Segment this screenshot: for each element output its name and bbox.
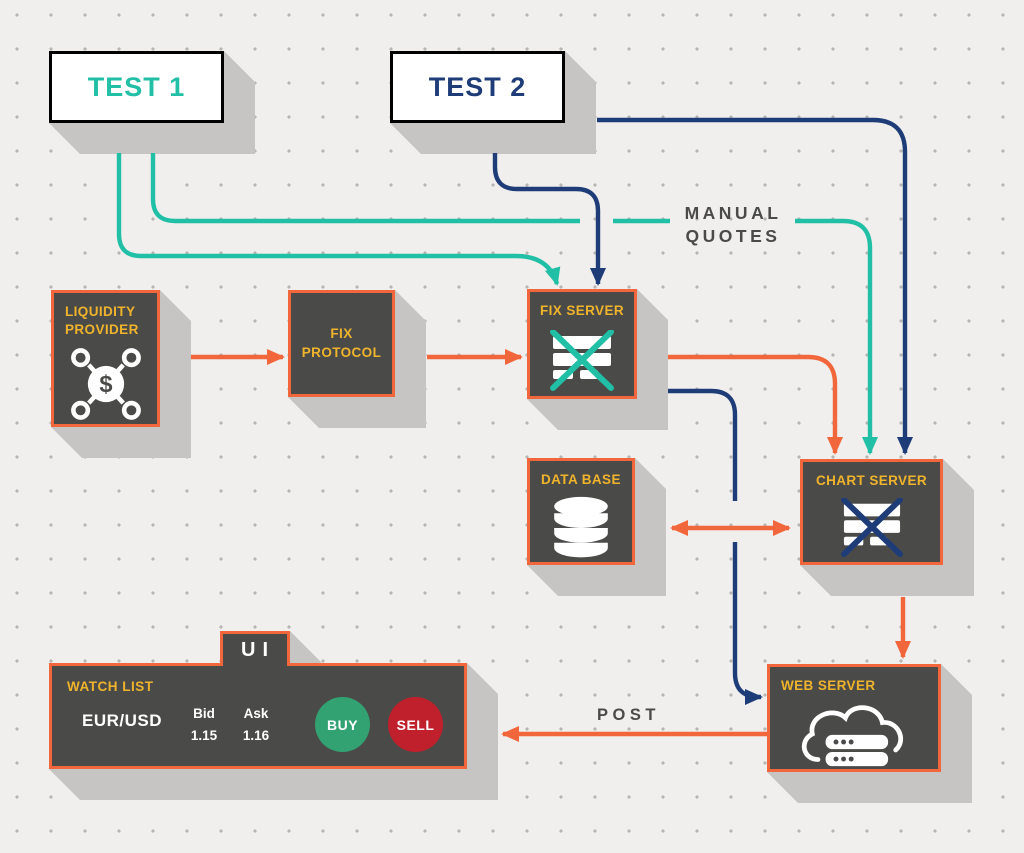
symbol-eurusd: EUR/USD [82,711,163,730]
edge-fix-server-to-web-server-seg1 [668,388,738,501]
liquidity-provider-label: LIQUIDITY PROVIDER [65,304,139,338]
test1-label: TEST 1 [87,71,186,102]
dollar-network-icon: $ [70,348,141,420]
edge-fix-server-to-chart-server [668,354,843,455]
edge-test2-to-fix-server [492,153,606,286]
node-chart-server: CHART SERVER [800,459,943,565]
post-label: POST [597,706,660,724]
node-web-server: WEB SERVER [767,664,941,772]
data-base-label: DATA BASE [541,472,621,487]
web-server-label: WEB SERVER [781,678,876,693]
manual-quotes-label: MANUAL QUOTES [684,203,782,246]
ask-quote: Ask 1.16 [238,703,274,747]
fix-server-label: FIX SERVER [539,303,625,318]
edge-test2-to-chart-server [597,117,913,455]
watch-list-title: WATCH LIST [67,679,154,694]
edge-test1-to-fix-server [116,153,561,286]
svg-text:$: $ [99,371,112,397]
chart-server-label: CHART SERVER [815,473,928,488]
node-fix-protocol: FIX PROTOCOL [288,290,395,397]
node-test1: TEST 1 [49,51,224,123]
bid-quote: Bid 1.15 [186,703,222,747]
edge-fix-server-to-web-server-seg2 [732,542,763,705]
ask-label: Ask [243,706,269,721]
cloud-server-icon [801,705,903,767]
bid-value: 1.15 [190,728,218,743]
edge-test1-to-chart-server-seg3 [795,218,878,455]
node-data-base: DATA BASE [527,458,635,565]
node-fix-server: FIX SERVER [527,289,637,399]
node-test2: TEST 2 [390,51,565,123]
node-liquidity-provider: LIQUIDITY PROVIDER $ [51,290,160,427]
test2-label: TEST 2 [428,71,527,102]
bid-label: Bid [193,706,215,721]
edge-test1-to-chart-server-seg1 [150,153,580,224]
ui-tab: UI [220,631,290,666]
server-crossed-icon [550,330,614,391]
ui-watchlist-panel: WATCH LIST EUR/USD Bid 1.15 Ask 1.16 BUY… [49,663,467,769]
sell-button[interactable]: SELL [388,697,443,752]
buy-button[interactable]: BUY [315,697,370,752]
server-crossed-icon [840,498,903,558]
database-icon [554,496,608,558]
fix-protocol-label: FIX PROTOCOL [301,326,382,360]
ask-value: 1.16 [242,728,270,743]
